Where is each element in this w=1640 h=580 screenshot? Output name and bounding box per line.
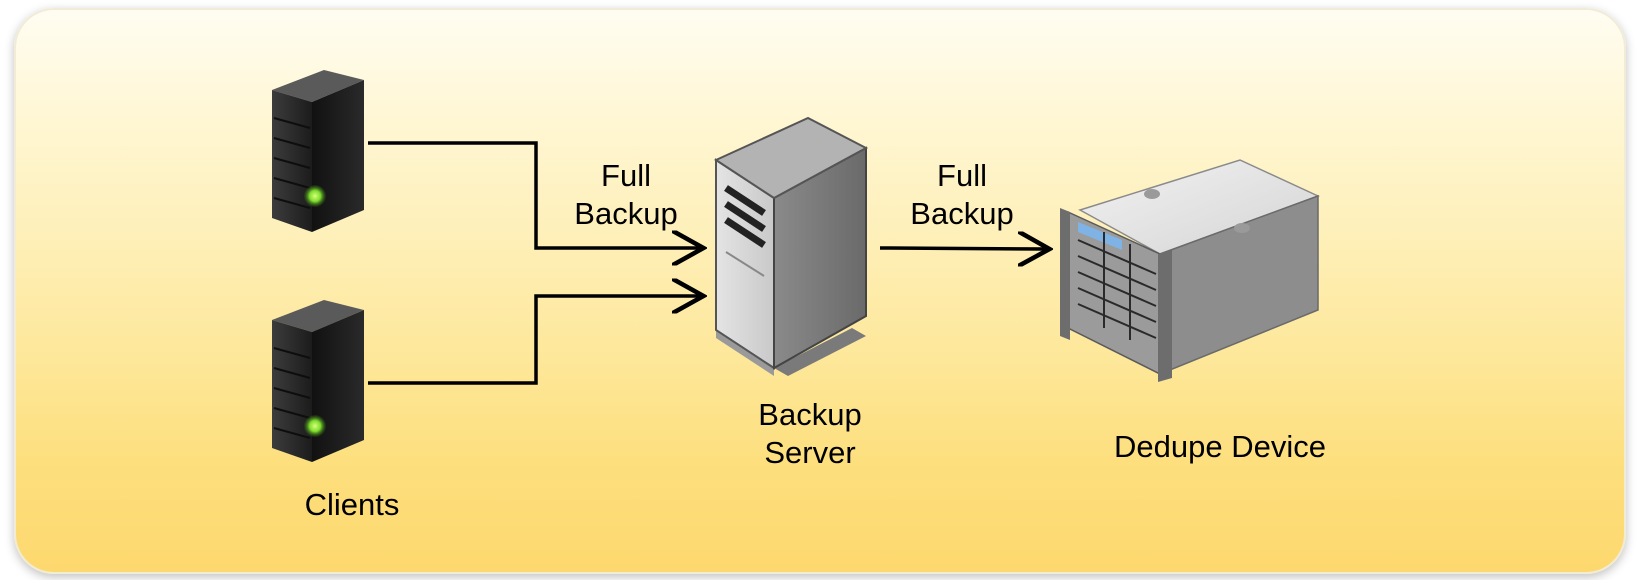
edge-label-client-to-server: Full Backup xyxy=(566,157,686,233)
backup-server-label-line-2: Server xyxy=(764,435,856,470)
dedupe-device-label: Dedupe Device xyxy=(1114,429,1326,464)
tower-server-icon xyxy=(272,300,364,462)
backup-server-label-line-1: Backup xyxy=(758,397,862,432)
tower-server-icon xyxy=(272,70,364,232)
edge-label-line-2: Backup xyxy=(910,196,1014,231)
status-led-icon xyxy=(304,185,326,207)
edge-label-line-1: Full xyxy=(937,158,987,193)
rack-storage-icon xyxy=(1060,159,1320,382)
connector-server-to-dedupe xyxy=(879,248,1046,249)
edge-label-line-2: Backup xyxy=(574,196,678,231)
clients-label: Clients xyxy=(304,487,400,522)
connector-client2-to-server xyxy=(368,296,700,385)
edge-label-server-to-dedupe: Full Backup xyxy=(902,157,1022,233)
edge-label-line-1: Full xyxy=(601,158,651,193)
connector-lines xyxy=(368,141,1046,385)
status-led-icon xyxy=(304,415,326,437)
backup-server-icon xyxy=(713,116,869,376)
backup-server-label: Backup Server xyxy=(740,396,880,472)
connector-client1-to-server xyxy=(368,141,700,248)
